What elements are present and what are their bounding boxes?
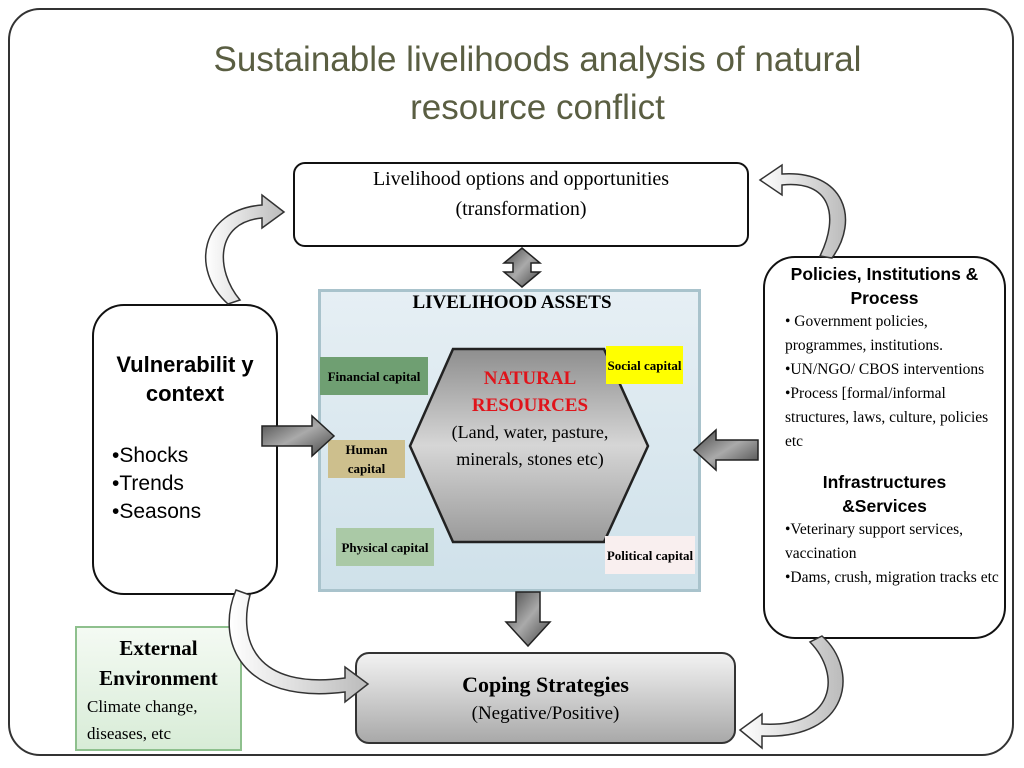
financial-capital: Financial capital: [320, 357, 428, 395]
coping-body: (Negative/Positive): [471, 703, 620, 724]
external-environment-box: External Environment Climate change, dis…: [75, 626, 242, 751]
infrastructures-heading: Infrastructures &Services: [822, 472, 947, 516]
natural-resources-hexagon: [408, 347, 650, 544]
external-heading: External Environment: [99, 636, 218, 690]
slide-title: Sustainable livelihoods analysis of natu…: [213, 40, 862, 127]
natural-resources-title1: NATURAL: [483, 368, 577, 389]
livelihood-options-box: Livelihood options and opportunities (tr…: [293, 162, 749, 247]
arrow-down-coping: [504, 591, 552, 648]
curved-arrow-vulnerability-to-coping: [228, 589, 370, 704]
policies-item: • Government policies, programmes, insti…: [785, 313, 944, 354]
natural-resources-text: NATURAL RESOURCES (Land, water, pasture,…: [445, 365, 615, 473]
curved-arrow-policies-to-coping: [738, 635, 844, 750]
policies-item: •UN/NGO/ CBOS interventions: [785, 361, 985, 378]
political-capital: Political capital: [605, 536, 695, 574]
human-capital-label: Human capital: [345, 442, 388, 476]
human-capital: Human capital: [328, 440, 405, 478]
curved-arrow-policies-to-options: [758, 163, 847, 259]
vulnerability-heading: Vulnerabilit y context: [116, 352, 254, 406]
curved-arrow-vulnerability-to-options: [205, 193, 286, 305]
social-capital-label: Social capital: [607, 357, 682, 373]
external-body: Climate change, diseases, etc: [87, 697, 198, 743]
coping-heading: Coping Strategies: [462, 672, 629, 697]
livelihood-assets-title: LIVELIHOOD ASSETS: [412, 292, 612, 313]
natural-resources-body: (Land, water, pasture, minerals, stones …: [451, 422, 609, 469]
livelihood-options-line1: Livelihood options and opportunities: [372, 168, 670, 190]
vulnerability-context-box: Vulnerabilit y context •Shocks •Trends •…: [92, 304, 278, 595]
arrow-right-vulnerability: [261, 414, 336, 458]
vulnerability-item: •Trends: [112, 472, 184, 495]
coping-strategies-box: Coping Strategies (Negative/Positive): [355, 652, 736, 744]
physical-capital-label: Physical capital: [341, 539, 429, 555]
natural-resources-title2: RESOURCES: [471, 395, 589, 416]
double-arrow-vertical: [501, 247, 543, 288]
social-capital: Social capital: [606, 346, 683, 384]
policies-item: •Process [formal/informal structures, la…: [785, 385, 989, 450]
vulnerability-item: •Seasons: [112, 500, 202, 523]
financial-capital-label: Financial capital: [327, 368, 421, 384]
infrastructure-item: •Veterinary support services, vaccinatio…: [785, 521, 964, 562]
slide-frame: [8, 8, 1014, 756]
political-capital-label: Political capital: [606, 547, 694, 563]
policies-heading: Policies, Institutions & Process: [790, 264, 979, 308]
arrow-left-policies: [692, 428, 759, 472]
physical-capital: Physical capital: [336, 528, 434, 566]
policies-box: Policies, Institutions & Process • Gover…: [763, 256, 1006, 639]
vulnerability-item: •Shocks: [112, 444, 189, 467]
infrastructure-item: •Dams, crush, migration tracks etc: [785, 569, 999, 586]
livelihood-options-line2: (transformation): [455, 198, 587, 220]
